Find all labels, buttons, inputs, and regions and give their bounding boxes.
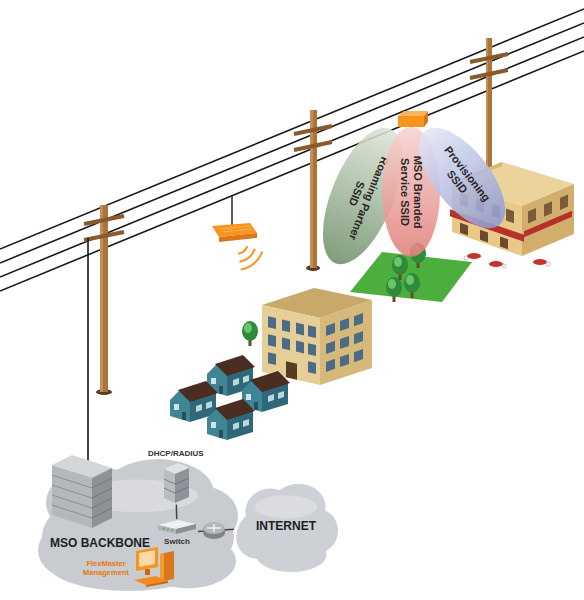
houses (170, 355, 290, 440)
utility-pole (84, 205, 124, 395)
cloud-lobe (256, 538, 327, 573)
cloud-lobe (48, 537, 208, 591)
connector-line (198, 529, 234, 531)
access-point (398, 111, 428, 127)
equipment-node: FlexMaster Management (82, 547, 176, 589)
connector-line (176, 505, 178, 520)
drop-cable (88, 238, 89, 462)
cloud-label: INTERNET (256, 519, 316, 533)
ssid-label: MSO Branded Service SSID (398, 148, 424, 236)
equipment-label: DHCP/RADIUS (148, 449, 204, 459)
cloud-label: MSO BACKBONE (50, 536, 150, 550)
equipment-label: Switch (164, 537, 190, 547)
equipment-node: DHCP/RADIUS (148, 449, 204, 505)
server-icon (161, 461, 191, 505)
equipment-label: FlexMaster Management (82, 559, 130, 577)
apartment-building (242, 288, 372, 385)
access-point (212, 196, 262, 270)
cloud-highlight (255, 495, 317, 518)
server-rack (52, 455, 112, 528)
switch-icon (156, 519, 198, 535)
computer-icon (132, 547, 176, 589)
beam-ellipse (403, 113, 521, 242)
equipment-node: Switch (156, 519, 198, 547)
utility-pole (470, 38, 508, 170)
network-cloud: INTERNET (234, 478, 338, 574)
network-cloud: MSO BACKBONEDHCP/RADIUSSwitchFlexMaster … (38, 455, 238, 591)
router-symbol (203, 522, 225, 539)
